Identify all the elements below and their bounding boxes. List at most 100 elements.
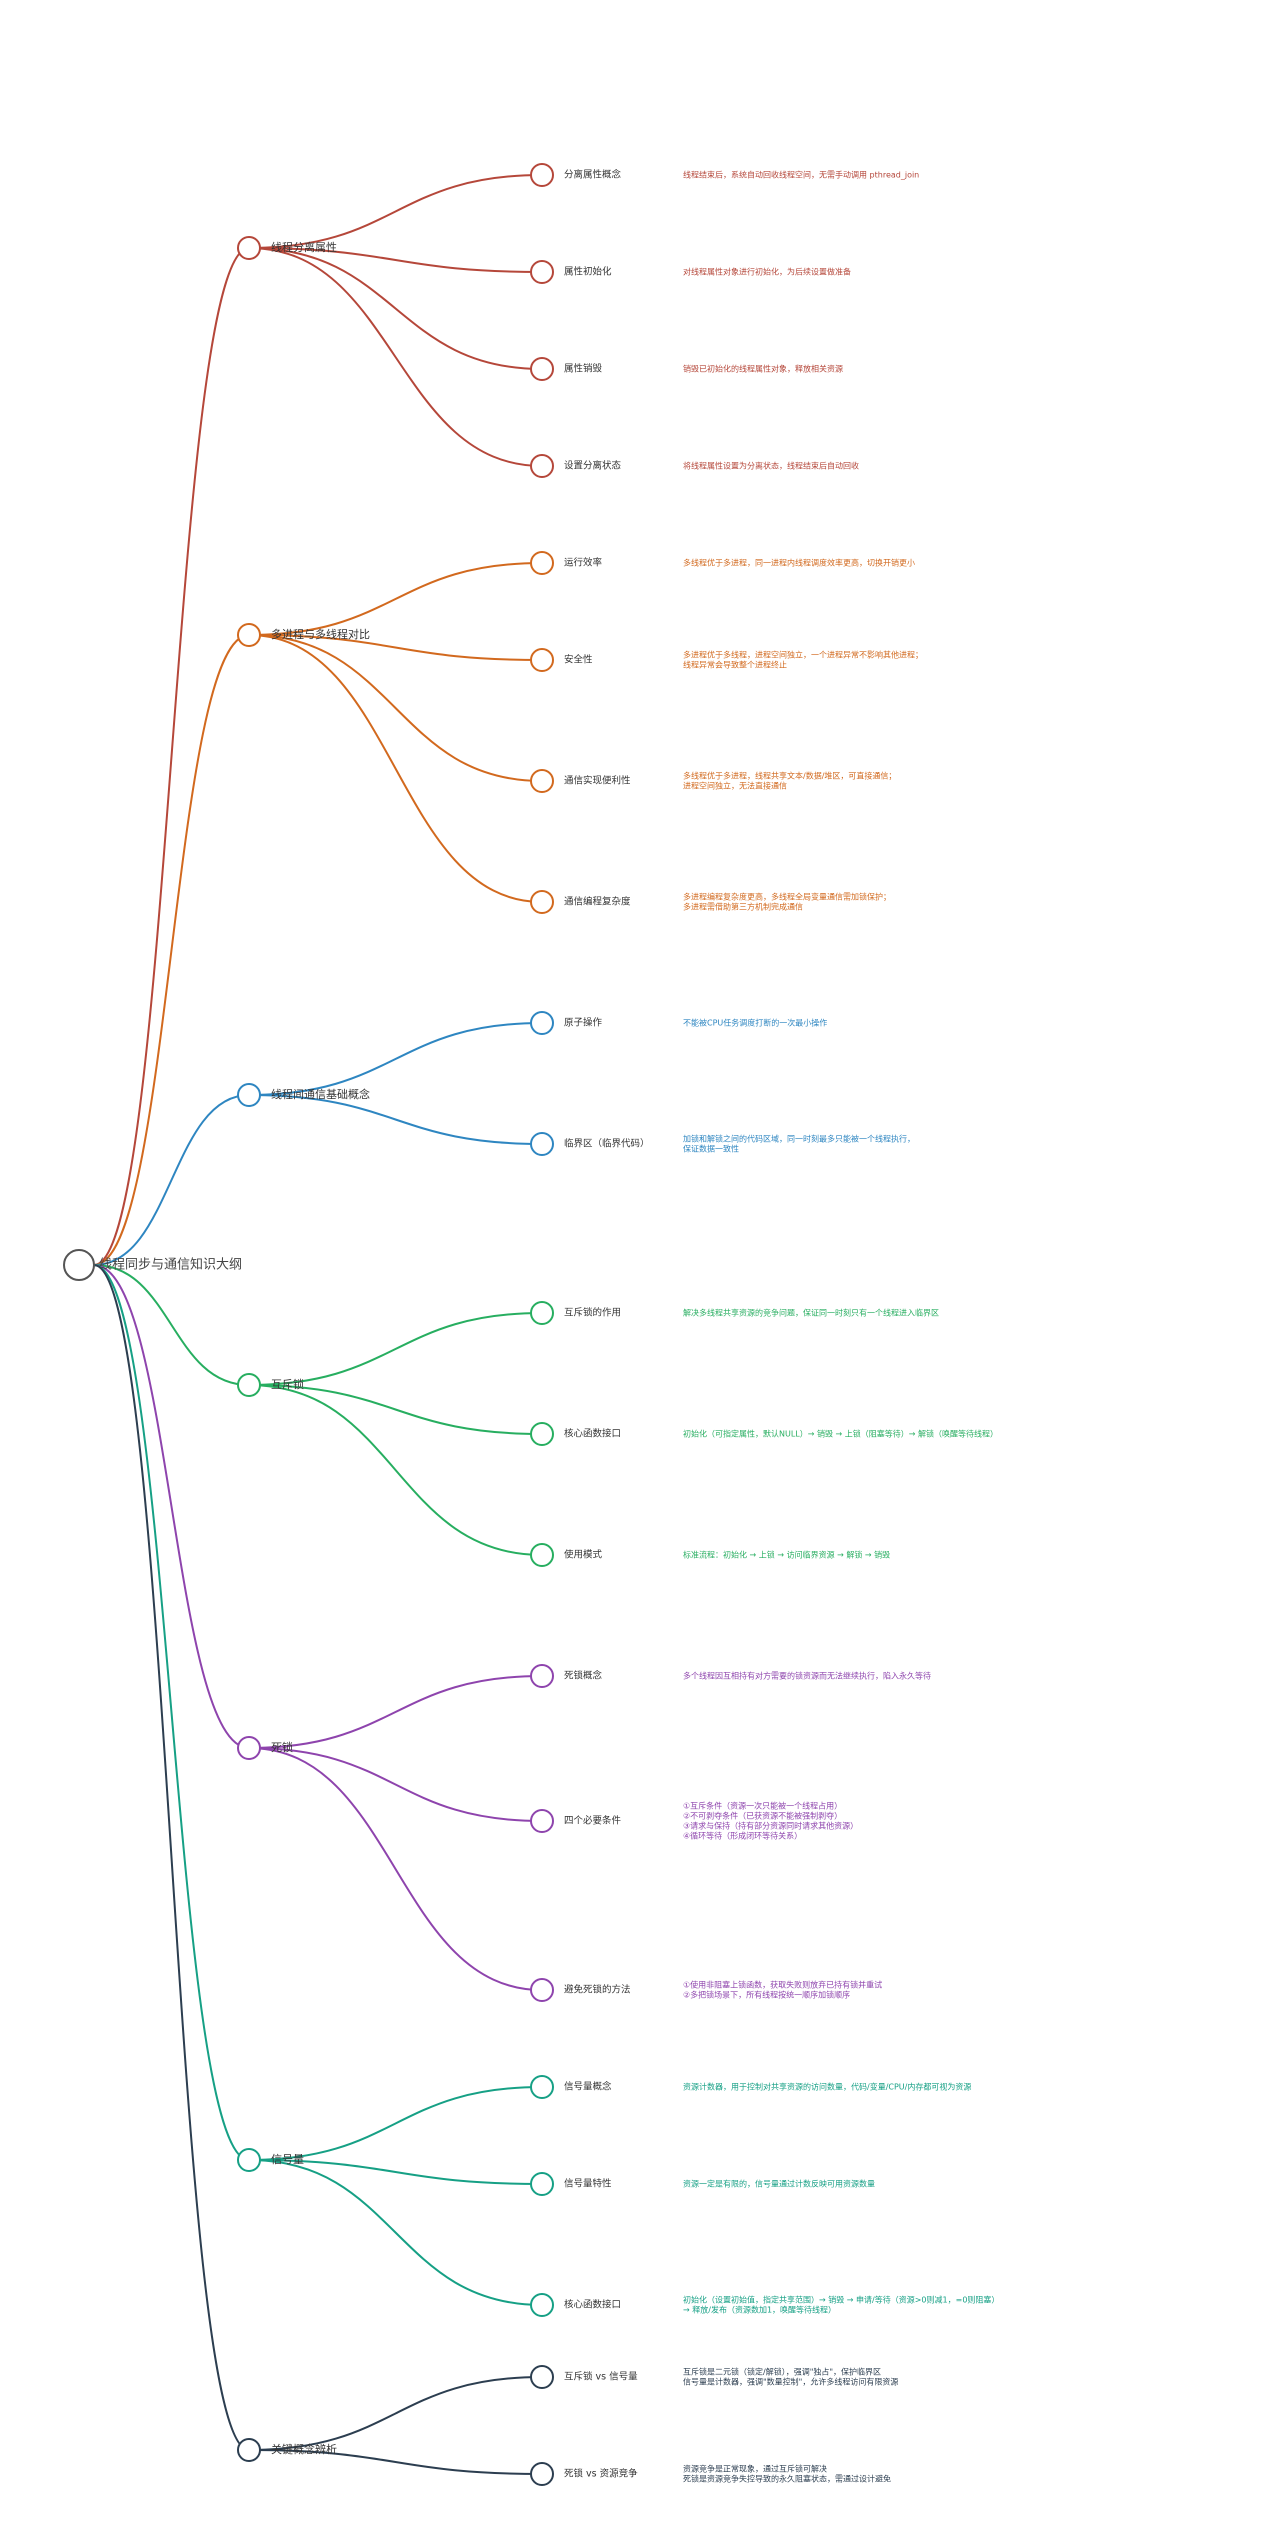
leaf-description: → 释放/发布（资源数加1，唤醒等待线程） <box>683 2305 836 2315</box>
leaf-description: 多进程优于多线程，进程空间独立，一个进程异常不影响其他进程； <box>683 650 923 660</box>
leaf-node[interactable] <box>530 1809 554 1833</box>
leaf-description: 解决多线程共享资源的竞争问题，保证同一时刻只有一个线程进入临界区 <box>683 1308 939 1318</box>
leaf-label: 死锁 vs 资源竞争 <box>564 2468 638 2480</box>
leaf-label: 死锁概念 <box>564 1670 603 1682</box>
leaf-label: 通信编程复杂度 <box>564 896 631 908</box>
leaf-node[interactable] <box>530 260 554 284</box>
leaf-node[interactable] <box>530 2462 554 2486</box>
branch-node[interactable] <box>237 1373 261 1397</box>
leaf-label: 属性销毁 <box>564 363 603 375</box>
leaf-node[interactable] <box>530 551 554 575</box>
leaf-label: 使用模式 <box>564 1549 603 1561</box>
leaf-node[interactable] <box>530 1664 554 1688</box>
leaf-description: 将线程属性设置为分离状态，线程结束后自动回收 <box>683 461 859 471</box>
branch-node[interactable] <box>237 1083 261 1107</box>
leaf-node[interactable] <box>530 163 554 187</box>
leaf-label: 避免死锁的方法 <box>564 1984 631 1996</box>
root-label: 线程同步与通信知识大纲 <box>99 1257 242 1273</box>
branch-node[interactable] <box>237 236 261 260</box>
leaf-label: 分离属性概念 <box>564 169 622 181</box>
leaf-node[interactable] <box>530 1422 554 1446</box>
branch-to-leaf-connector <box>248 1675 543 1749</box>
connector-layer <box>93 174 543 2475</box>
leaf-label: 属性初始化 <box>564 266 612 278</box>
leaf-description: 多个线程因互相持有对方需要的锁资源而无法继续执行，陷入永久等待 <box>683 1671 931 1681</box>
leaf-description: 互斥锁是二元锁（锁定/解锁），强调"独占"，保护临界区 <box>683 2367 881 2377</box>
leaf-label: 设置分离状态 <box>564 460 622 472</box>
leaf-node[interactable] <box>530 1301 554 1325</box>
branch-to-leaf-connector <box>248 174 543 249</box>
leaf-description: 信号量是计数器，强调"数量控制"，允许多线程访问有限资源 <box>683 2377 898 2387</box>
leaf-label: 原子操作 <box>564 1017 603 1029</box>
branch-node[interactable] <box>237 1736 261 1760</box>
branch-label: 多进程与多线程对比 <box>271 627 370 641</box>
branch-to-leaf-connector <box>248 1747 543 1991</box>
branch-to-leaf-connector <box>248 247 543 273</box>
branch-node[interactable] <box>237 623 261 647</box>
branch-node[interactable] <box>237 2148 261 2172</box>
leaf-description: ③请求与保持（持有部分资源同时请求其他资源） <box>683 1821 858 1831</box>
branch-to-leaf-connector <box>248 1384 543 1435</box>
leaf-description: 初始化（可指定属性，默认NULL）→ 销毁 → 上锁（阻塞等待）→ 解锁（唤醒等… <box>683 1429 998 1439</box>
leaf-label: 安全性 <box>564 654 593 666</box>
branch-to-leaf-connector <box>248 2086 543 2161</box>
branch-to-leaf-connector <box>248 247 543 467</box>
leaf-node[interactable] <box>530 890 554 914</box>
leaf-description: 线程结束后，系统自动回收线程空间，无需手动调用 pthread_join <box>683 170 919 180</box>
leaf-description: 多进程需借助第三方机制完成通信 <box>683 902 803 912</box>
leaf-description: 资源竞争是正常现象，通过互斥锁可解决 <box>683 2464 827 2474</box>
leaf-description: 对线程属性对象进行初始化，为后续设置做准备 <box>683 267 851 277</box>
root-to-branch-connector <box>93 1264 250 1749</box>
branch-to-leaf-connector <box>248 247 543 370</box>
leaf-description: ②多把锁场景下，所有线程按统一顺序加锁顺序 <box>683 1990 850 2000</box>
leaf-description: 标准流程：初始化 → 上锁 → 访问临界资源 → 解锁 → 销毁 <box>683 1550 890 1560</box>
branch-label: 关键概念辨析 <box>271 2442 337 2456</box>
leaf-description: 多进程编程复杂度更高，多线程全局变量通信需加锁保护； <box>683 892 891 902</box>
leaf-description: 保证数据一致性 <box>683 1144 739 1154</box>
leaf-node[interactable] <box>530 2365 554 2389</box>
branch-to-leaf-connector <box>248 1312 543 1386</box>
root-to-branch-connector <box>93 1264 250 2161</box>
branch-to-leaf-connector <box>248 634 543 782</box>
leaf-node[interactable] <box>530 769 554 793</box>
leaf-label: 核心函数接口 <box>564 2299 621 2311</box>
leaf-description: 多线程优于多进程，同一进程内线程调度效率更高，切换开销更小 <box>683 558 915 568</box>
node-layer: 分离属性概念 线程结束后，系统自动回收线程空间，无需手动调用 pthread_jo… <box>63 163 999 2486</box>
leaf-label: 运行效率 <box>564 557 603 569</box>
branch-label: 死锁 <box>271 1740 293 1754</box>
branch-label: 互斥锁 <box>271 1377 304 1391</box>
branch-label: 线程分离属性 <box>271 240 337 254</box>
leaf-label: 互斥锁 vs 信号量 <box>564 2371 638 2383</box>
branch-to-leaf-connector <box>248 1094 543 1145</box>
root-to-branch-connector <box>93 1264 250 1386</box>
leaf-label: 信号量概念 <box>564 2081 612 2093</box>
root-node[interactable] <box>63 1249 95 1281</box>
leaf-node[interactable] <box>530 1011 554 1035</box>
leaf-node[interactable] <box>530 648 554 672</box>
leaf-label: 临界区（临界代码） <box>564 1138 650 1150</box>
leaf-description: ①互斥条件（资源一次只能被一个线程占用） <box>683 1801 842 1811</box>
root-to-branch-connector <box>93 1264 250 2451</box>
branch-to-leaf-connector <box>248 634 543 661</box>
leaf-node[interactable] <box>530 2075 554 2099</box>
leaf-node[interactable] <box>530 1978 554 2002</box>
root-to-branch-connector <box>93 247 250 1266</box>
branch-node[interactable] <box>237 2438 261 2462</box>
leaf-node[interactable] <box>530 357 554 381</box>
leaf-label: 核心函数接口 <box>564 1428 621 1440</box>
root-to-branch-connector <box>93 634 250 1266</box>
leaf-description: ④循环等待（形成闭环等待关系） <box>683 1831 802 1841</box>
leaf-label: 通信实现便利性 <box>564 775 631 787</box>
branch-to-leaf-connector <box>248 2159 543 2185</box>
leaf-node[interactable] <box>530 2293 554 2317</box>
leaf-description: 死锁是资源竞争失控导致的永久阻塞状态，需通过设计避免 <box>683 2474 891 2484</box>
leaf-node[interactable] <box>530 1543 554 1567</box>
leaf-description: 线程异常会导致整个进程终止 <box>683 660 787 670</box>
leaf-description: 多线程优于多进程，线程共享文本/数据/堆区，可直接通信； <box>683 771 896 781</box>
leaf-node[interactable] <box>530 454 554 478</box>
leaf-description: 不能被CPU任务调度打断的一次最小操作 <box>683 1018 827 1028</box>
leaf-node[interactable] <box>530 1132 554 1156</box>
leaf-node[interactable] <box>530 2172 554 2196</box>
branch-to-leaf-connector <box>248 2159 543 2306</box>
